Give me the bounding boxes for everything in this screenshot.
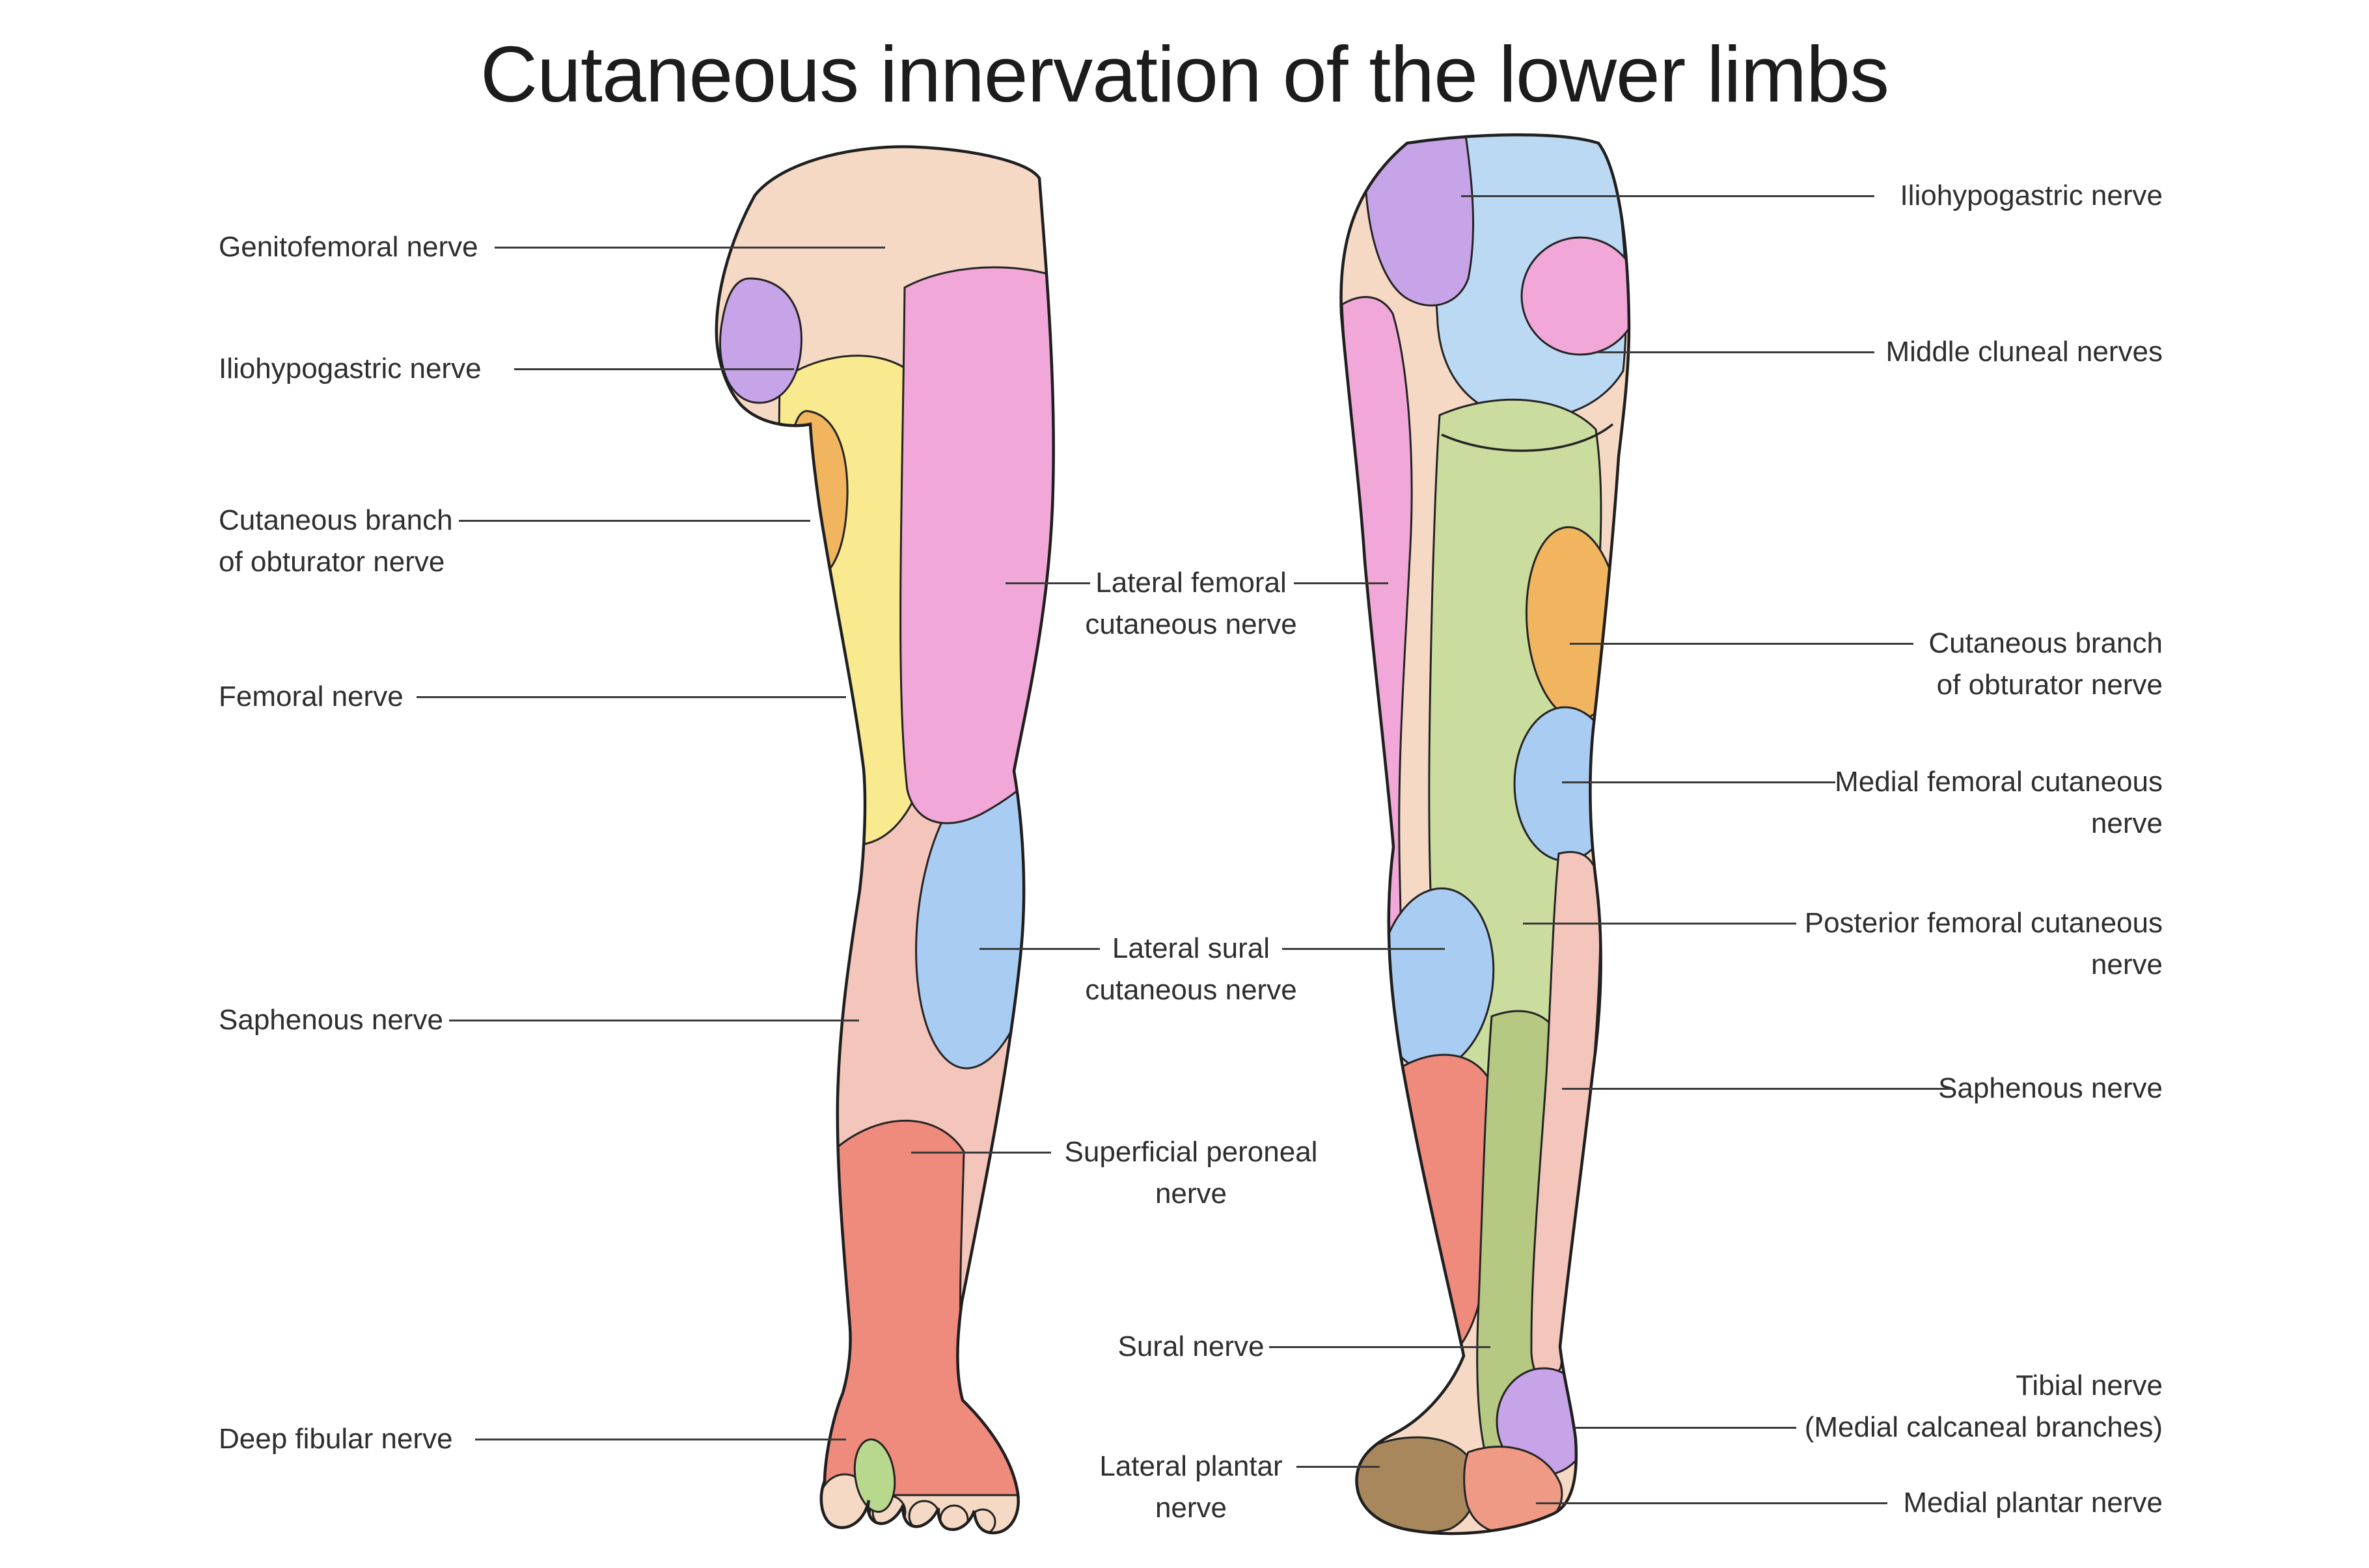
label-line: nerve [1155, 1492, 1227, 1524]
region-middle-cluneal-back [1520, 236, 1629, 356]
region-deep-fibular-front [853, 1438, 896, 1513]
label-line: Middle cluneal nerves [1885, 336, 2163, 368]
leader-iliohypogastric-back [1461, 195, 1874, 197]
label-line: Tibial nerve [2016, 1370, 2163, 1401]
label-line: Iliohypogastric nerve [219, 353, 482, 385]
leader-posterior-femoral [1523, 923, 1796, 925]
leader-obturator-front [459, 520, 810, 522]
label-saphenous-nerve-front: Saphenous nerve [219, 999, 443, 1041]
back-leg-outline [1339, 133, 1631, 1535]
front-leg-outline [715, 145, 1055, 1535]
label-line: Saphenous nerve [219, 1004, 443, 1036]
label-line: Sural nerve [1117, 1331, 1265, 1362]
leader-obturator-back [1570, 643, 1913, 645]
leader-saphenous-back [1562, 1088, 1952, 1090]
label-lateral-femoral-cutaneous-nerve: Lateral femoral cutaneous nerve [1085, 562, 1296, 645]
label-medial-femoral-cutaneous-nerve: Medial femoral cutaneous nerve [1835, 761, 2163, 845]
label-line: Lateral plantar [1099, 1450, 1283, 1482]
label-line: Cutaneous branch [1928, 627, 2163, 659]
label-line: Medial femoral cutaneous [1835, 766, 2163, 798]
label-tibial-nerve: Tibial nerve (Medial calcaneal branches) [1805, 1365, 2163, 1448]
label-superficial-peroneal-nerve: Superficial peroneal nerve [1065, 1131, 1318, 1215]
leader-femoral [417, 696, 846, 698]
region-superficial-peroneal-front [823, 1120, 1019, 1496]
label-line: of obturator nerve [1936, 669, 2163, 701]
label-line: Posterior femoral cutaneous [1804, 907, 2163, 939]
label-line: cutaneous nerve [1085, 608, 1297, 640]
leader-middle-cluneal [1598, 351, 1874, 353]
label-line: (Medial calcaneal branches) [1804, 1411, 2163, 1443]
label-line: Cutaneous branch [219, 504, 453, 536]
label-genitofemoral-nerve: Genitofemoral nerve [219, 226, 478, 268]
label-line: of obturator nerve [219, 546, 445, 578]
region-lateral-femoral-front [899, 266, 1054, 824]
leader-medial-plantar [1536, 1502, 1887, 1504]
label-line: Iliohypogastric nerve [1900, 180, 2163, 211]
label-saphenous-nerve-back: Saphenous nerve [1938, 1068, 2163, 1109]
label-iliohypogastric-nerve-back: Iliohypogastric nerve [1900, 175, 2163, 217]
region-lateral-plantar-back [1354, 1436, 1477, 1534]
leader-medial-femoral [1562, 781, 1835, 783]
leader-lateral-femoral-right [1294, 582, 1388, 584]
region-iliohypogastric-front [719, 277, 802, 404]
label-lateral-sural-cutaneous-nerve: Lateral sural cutaneous nerve [1085, 928, 1296, 1011]
label-sural-nerve: Sural nerve [1117, 1326, 1264, 1368]
front-leg-figure [715, 145, 1055, 1535]
leader-genitofemoral [495, 247, 885, 249]
leader-deep-fibular [475, 1439, 846, 1440]
leader-tibial [1575, 1427, 1796, 1429]
label-line: Deep fibular nerve [219, 1423, 453, 1455]
leader-sural [1269, 1346, 1490, 1348]
label-line: nerve [2090, 949, 2163, 980]
leader-saphenous-front [449, 1020, 859, 1021]
label-line: Medial plantar nerve [1903, 1487, 2163, 1519]
label-lateral-plantar-nerve: Lateral plantar nerve [1099, 1446, 1282, 1529]
gluteal-fold-crease [1441, 423, 1614, 452]
label-line: Femoral nerve [219, 681, 404, 712]
label-iliohypogastric-nerve-front: Iliohypogastric nerve [219, 348, 482, 390]
label-line: Lateral sural [1112, 932, 1270, 964]
back-leg-figure [1339, 133, 1631, 1535]
label-line: cutaneous nerve [1085, 974, 1297, 1006]
label-medial-plantar-nerve: Medial plantar nerve [1903, 1482, 2163, 1524]
label-line: nerve [2090, 807, 2163, 839]
region-medial-femoral-back [1513, 706, 1617, 862]
label-line: Saphenous nerve [1938, 1072, 2163, 1104]
label-line: nerve [1155, 1178, 1227, 1210]
label-deep-fibular-nerve: Deep fibular nerve [219, 1418, 453, 1460]
leader-iliohypogastric-front [514, 368, 794, 370]
leader-lateral-sural-right [1282, 948, 1445, 950]
leader-lateral-femoral-left [1006, 582, 1090, 584]
leader-lateral-sural-left [979, 948, 1100, 950]
label-middle-cluneal-nerves: Middle cluneal nerves [1885, 331, 2163, 373]
label-posterior-femoral-cutaneous-nerve: Posterior femoral cutaneous nerve [1805, 902, 2163, 986]
label-line: Lateral femoral [1095, 567, 1287, 599]
label-obturator-branch-back: Cutaneous branch of obturator nerve [1928, 623, 2163, 706]
label-obturator-branch-front: Cutaneous branch of obturator nerve [219, 500, 453, 583]
leader-superficial-peroneal [911, 1152, 1051, 1154]
leader-lateral-plantar [1296, 1466, 1380, 1468]
label-femoral-nerve: Femoral nerve [219, 676, 404, 718]
label-line: Superficial peroneal [1064, 1136, 1318, 1168]
page-title: Cutaneous innervation of the lower limbs [480, 30, 1889, 118]
label-line: Genitofemoral nerve [219, 231, 478, 263]
